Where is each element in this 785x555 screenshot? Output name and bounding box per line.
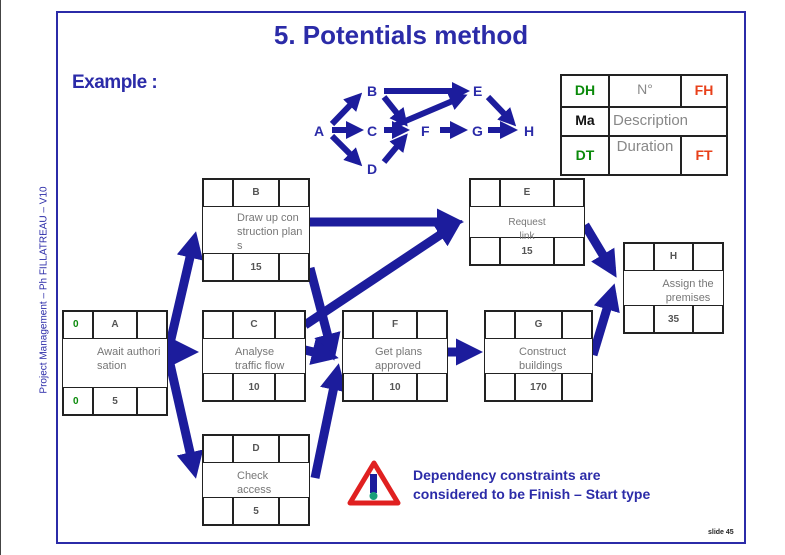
legend-ma: Ma xyxy=(575,112,595,128)
note-line-1: Dependency constraints are xyxy=(413,467,601,483)
mini-label-c: C xyxy=(367,123,378,139)
node-c-duration: 10 xyxy=(248,382,260,393)
left-edge-line xyxy=(0,0,1,555)
network-arrows xyxy=(163,208,620,479)
task-node-d: D Check access 5 xyxy=(202,434,310,526)
mini-label-g: G xyxy=(472,123,483,139)
node-h-description: Assign the premises xyxy=(662,278,714,304)
task-node-c: C Analyse traffic flow 10 xyxy=(202,310,306,402)
slide-frame xyxy=(56,11,746,544)
node-e-duration: 15 xyxy=(521,246,533,257)
node-f-letter: F xyxy=(391,319,399,330)
task-node-a: 0 0 A Await authorisation 5 xyxy=(62,310,168,416)
task-node-b: B Draw up construction plans 15 xyxy=(202,178,310,282)
node-h-letter: H xyxy=(669,251,678,262)
mini-label-f: F xyxy=(421,123,430,139)
node-f-description: Get plans approved xyxy=(375,346,423,372)
node-b-letter: B xyxy=(252,187,260,198)
legend-dh: DH xyxy=(574,82,596,98)
mini-label-a: A xyxy=(314,123,325,139)
node-a-start-top: 0 xyxy=(73,319,79,330)
page-title: 5. Potentials method xyxy=(273,20,529,50)
node-b-duration: 15 xyxy=(250,262,262,273)
dependency-note: Dependency constraints are considered to… xyxy=(413,466,650,504)
legend-ft: FT xyxy=(695,147,713,163)
legend-duration: Duration xyxy=(616,138,674,155)
legend-description: Description xyxy=(613,112,689,129)
legend-table: DH N° FH Ma Description DT Duration FT xyxy=(560,74,728,176)
mini-graph-arrows xyxy=(329,82,518,167)
mini-label-d: D xyxy=(367,161,378,177)
legend-fh: FH xyxy=(694,82,714,98)
example-label: Example : xyxy=(72,72,158,93)
task-node-h: H Assign the premises 35 xyxy=(623,242,724,334)
node-a-duration: 5 xyxy=(112,396,118,407)
node-a-start-bottom: 0 xyxy=(73,396,79,407)
task-node-f: F Get plans approved 10 xyxy=(342,310,448,402)
mini-label-b: B xyxy=(367,83,378,99)
mini-label-e: E xyxy=(473,83,483,99)
mini-label-h: H xyxy=(524,123,535,139)
node-d-duration: 5 xyxy=(253,506,259,517)
note-line-2: considered to be Finish – Start type xyxy=(413,486,651,502)
slide-number: slide 45 xyxy=(708,529,734,536)
task-node-e: E Request link 15 xyxy=(469,178,585,266)
node-h-duration: 35 xyxy=(667,314,680,325)
node-a-description: Await authorisation xyxy=(97,346,161,372)
node-a-letter: A xyxy=(111,319,119,330)
node-g-duration: 170 xyxy=(530,382,547,393)
node-b-description: Draw up construction plans xyxy=(237,212,303,252)
node-c-description: Analyse traffic flow xyxy=(235,346,285,372)
node-f-duration: 10 xyxy=(389,382,401,393)
node-g-description: Construct buildings xyxy=(519,346,567,372)
node-e-description: Request link xyxy=(508,217,546,242)
task-node-g: G Construct buildings 170 xyxy=(484,310,593,402)
legend-dt: DT xyxy=(575,147,595,163)
node-c-letter: C xyxy=(250,319,258,330)
node-d-letter: D xyxy=(252,443,260,454)
node-d-description: Check access xyxy=(237,470,272,496)
legend-number: N° xyxy=(637,81,653,97)
node-g-letter: G xyxy=(534,319,543,330)
node-e-letter: E xyxy=(523,187,531,198)
